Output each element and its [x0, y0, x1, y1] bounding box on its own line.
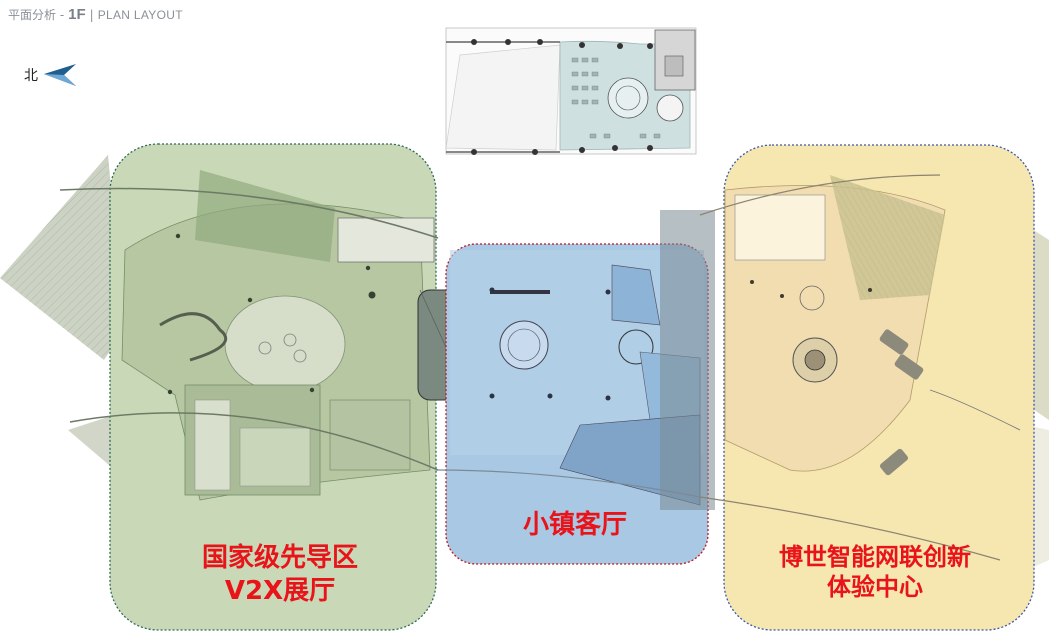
- page-header: 平面分析 - 1F | PLAN LAYOUT: [8, 6, 183, 26]
- zone-left-line1: 国家级先导区: [201, 543, 358, 573]
- zone-left-line2: V2X展厅: [224, 575, 336, 606]
- header-title-en: PLAN LAYOUT: [97, 8, 183, 22]
- floor-label: 1F: [68, 6, 86, 23]
- zone-right-label: 博世智能网联创新 体验中心: [740, 542, 1010, 602]
- zone-left-label: 国家级先导区 V2X展厅: [160, 542, 400, 607]
- right-core: [660, 210, 715, 510]
- zone-right-line1: 博世智能网联创新: [779, 543, 971, 571]
- zone-middle-label: 小镇客厅: [470, 509, 680, 542]
- north-indicator: 北: [24, 62, 78, 88]
- header-title-cn: 平面分析 -: [8, 8, 65, 22]
- right-zone-plan: [724, 175, 1021, 476]
- left-zone-plan: [121, 170, 435, 501]
- north-arrow-icon: [44, 64, 76, 86]
- header-separator: |: [89, 8, 94, 22]
- zone-middle-line1: 小镇客厅: [522, 510, 627, 540]
- mezzanine-plan: [445, 27, 697, 155]
- north-label: 北: [24, 68, 38, 84]
- zone-right-line2: 体验中心: [827, 573, 923, 601]
